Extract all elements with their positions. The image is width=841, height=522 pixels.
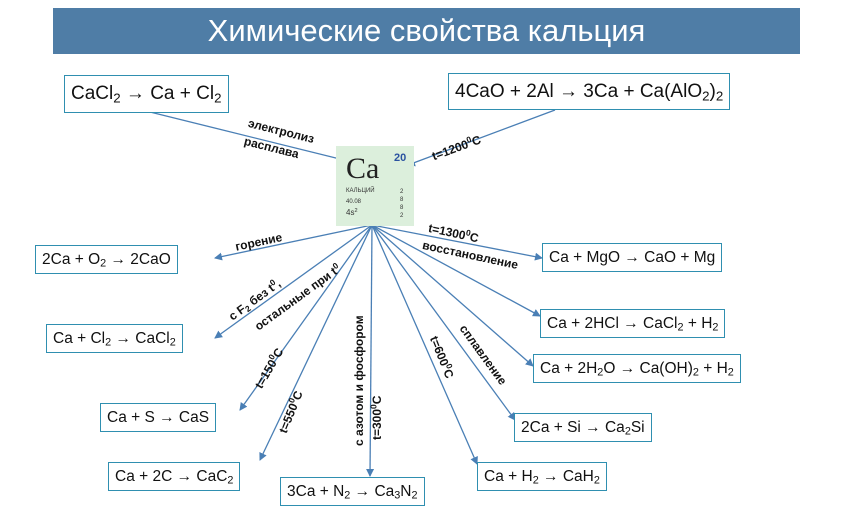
box-silicon: 2Ca + Si → Ca2Si bbox=[514, 413, 652, 442]
arrow-to-sulfur bbox=[239, 224, 373, 411]
box-sulfur: Ca + S → CaS bbox=[100, 403, 217, 432]
box-oxygen: 2Ca + O2 → 2CaO bbox=[35, 245, 178, 274]
electron-shells: 2 8 8 2 bbox=[400, 189, 404, 219]
arrow-to-oxygen bbox=[214, 224, 373, 261]
electron-config: 4s2 bbox=[346, 207, 358, 217]
atomic-number: 20 bbox=[394, 152, 407, 164]
label-t300: t=3000C bbox=[368, 395, 384, 440]
box-carbon: Ca + 2C → CaC2 bbox=[108, 462, 241, 491]
arrow-from-al-reduction bbox=[407, 109, 556, 167]
box-water: Ca + 2H2O → Ca(OH)2 + H2 bbox=[533, 354, 741, 383]
page-title: Химические свойства кальция bbox=[53, 8, 800, 54]
box-al-reduction: 4CaO + 2Al → 3Ca + Ca(AlO2)2 bbox=[448, 73, 731, 110]
box-hydrogen: Ca + H2 → CaH2 bbox=[477, 462, 607, 491]
element-name: КАЛЬЦИЙ bbox=[346, 188, 375, 194]
calcium-element-tile: Ca 20 КАЛЬЦИЙ 40.08 4s2 2 8 8 2 bbox=[336, 146, 414, 226]
arrow-to-chlorine bbox=[214, 224, 373, 339]
arrow-to-carbon bbox=[259, 224, 373, 461]
arrow-to-water bbox=[371, 224, 534, 367]
arrow-to-silicon bbox=[371, 224, 516, 421]
box-mgo: Ca + MgO → CaO + Mg bbox=[542, 243, 723, 272]
element-symbol: Ca bbox=[346, 152, 380, 185]
box-nitrogen: 3Ca + N2 → Ca3N2 bbox=[280, 477, 425, 506]
arrow-to-mgo bbox=[371, 224, 543, 261]
arrow-to-hcl bbox=[371, 224, 541, 317]
arrow-to-hydrogen bbox=[371, 224, 478, 465]
label-nitrogen-phosphorus: с азотом и фосфором bbox=[352, 315, 366, 446]
box-chlorine: Ca + Cl2 → CaCl2 bbox=[46, 324, 183, 353]
atomic-mass: 40.08 bbox=[346, 199, 362, 205]
arrow-from-cacl2 bbox=[149, 111, 353, 165]
box-hcl: Ca + 2HCl → CaCl2 + H2 bbox=[540, 309, 726, 338]
box-cacl2-electrolysis: CaCl2 → Ca + Cl2 bbox=[64, 75, 229, 113]
arrow-to-nitrogen bbox=[366, 224, 375, 477]
